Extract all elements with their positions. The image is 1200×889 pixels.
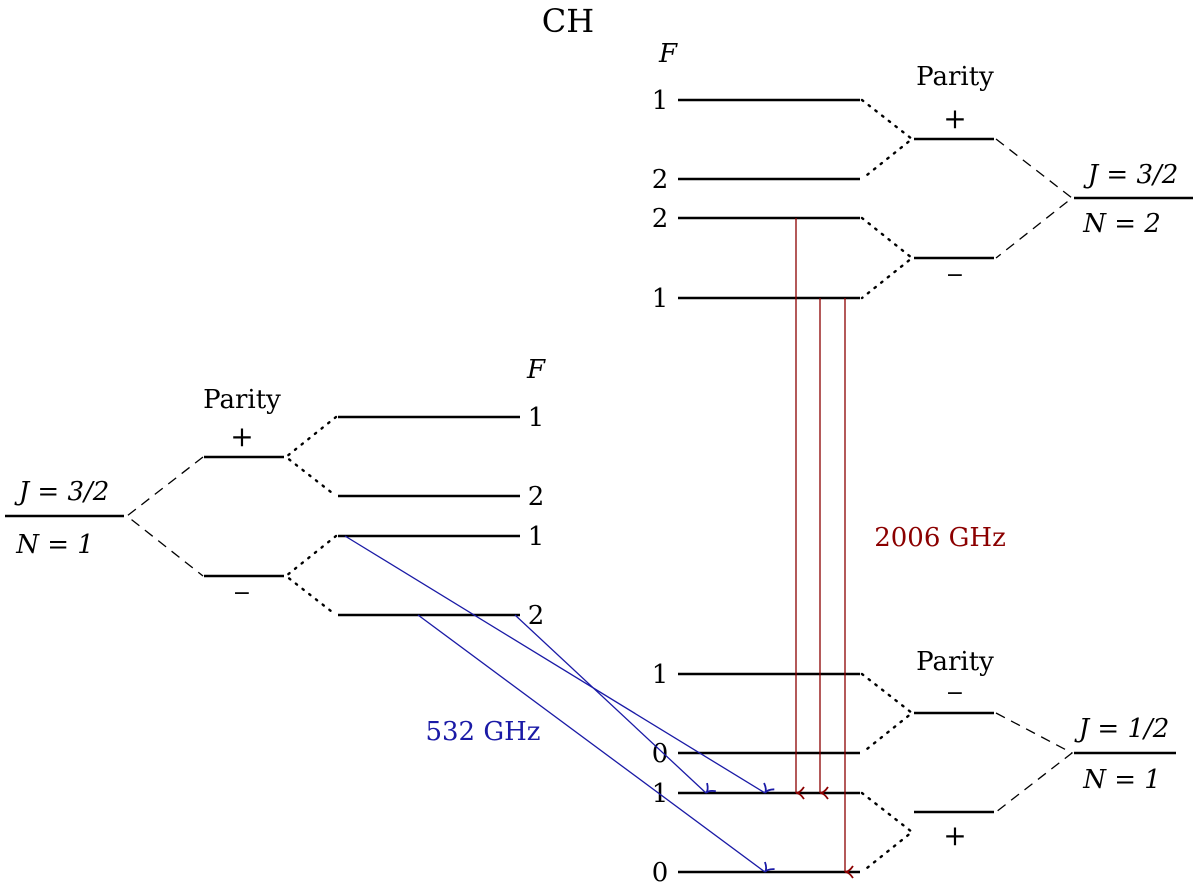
- j-label: J = 3/2: [14, 477, 110, 507]
- parity-header: Parity: [203, 385, 281, 415]
- transition-arrow-532: [514, 614, 716, 794]
- n-label: N = 2: [1082, 209, 1161, 239]
- n-label: N = 1: [15, 530, 94, 560]
- parity-sign: −: [946, 263, 964, 288]
- hyperfine-connector: [860, 98, 914, 181]
- frequency-label-532: 532 GHz: [425, 717, 540, 747]
- transition-arrow-532: [417, 614, 775, 873]
- f-label: 1: [652, 284, 669, 314]
- frequency-label-2006: 2006 GHz: [874, 523, 1006, 553]
- hyperfine-connector: [860, 791, 914, 874]
- f-label: 1: [652, 86, 669, 116]
- state-j32-n1: J = 3/2 N = 1 Parity + − F 1 2 1 2: [5, 355, 546, 631]
- f-label: 2: [528, 482, 545, 512]
- parity-sign: −: [233, 581, 251, 606]
- n-label: N = 1: [1082, 765, 1161, 795]
- hyperfine-connector: [860, 672, 914, 755]
- parity-sign: −: [946, 681, 964, 706]
- parity-connector: [125, 456, 204, 577]
- diagram-title: CH: [542, 2, 594, 40]
- f-label: 2: [652, 204, 669, 234]
- parity-header: Parity: [916, 62, 994, 92]
- hyperfine-connector: [284, 415, 338, 498]
- f-header: F: [658, 39, 678, 69]
- state-j32-n2: F 1 2 2 1 Parity + − J = 3/2 N = 2: [652, 39, 1193, 314]
- transition-arrow-532: [344, 535, 775, 794]
- hyperfine-connector: [860, 216, 914, 300]
- red-transitions: 2006 GHz: [795, 218, 1006, 879]
- j-label: J = 1/2: [1074, 714, 1170, 744]
- parity-sign: +: [230, 420, 253, 453]
- parity-connector: [995, 712, 1074, 813]
- parity-sign: +: [943, 819, 966, 852]
- parity-connector: [995, 138, 1074, 259]
- f-label: 0: [652, 739, 669, 769]
- j-label: J = 3/2: [1083, 160, 1179, 190]
- f-label: 1: [652, 660, 669, 690]
- blue-transitions: 532 GHz: [344, 535, 775, 873]
- state-j12-n1: 1 0 1 0 Parity − + J = 1/2 N = 1: [652, 647, 1176, 888]
- f-label: 2: [652, 165, 669, 195]
- f-header: F: [526, 355, 546, 385]
- hyperfine-connector: [284, 534, 338, 617]
- f-label: 2: [528, 601, 545, 631]
- f-label: 0: [652, 858, 669, 888]
- f-label: 1: [528, 522, 545, 552]
- parity-header: Parity: [916, 647, 994, 677]
- parity-sign: +: [943, 102, 966, 135]
- f-label: 1: [528, 403, 545, 433]
